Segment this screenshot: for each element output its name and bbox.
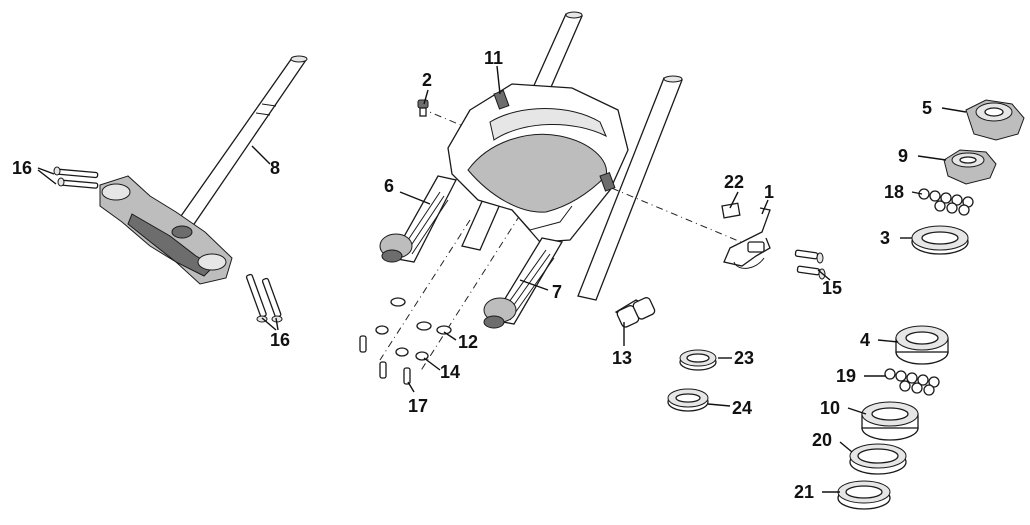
label-part-12: 12 [458, 332, 478, 352]
label-part-13: 13 [612, 348, 632, 368]
label-part-11: 11 [484, 48, 503, 68]
right-fork-leg-part [483, 237, 564, 329]
bracket-bolts-upper [53, 166, 99, 189]
clamp-bracket-part [723, 207, 771, 269]
bracket-bolts-15 [794, 249, 826, 280]
label-part-16-lower: 16 [270, 330, 290, 350]
label-part-17: 17 [408, 396, 428, 416]
label-part-4: 4 [860, 330, 870, 350]
seal-ring-20 [849, 443, 907, 475]
label-part-7: 7 [552, 282, 562, 302]
label-part-18: 18 [884, 182, 904, 202]
label-part-22: 22 [724, 172, 744, 192]
twin-joint-part [614, 297, 656, 328]
fork-washers-bolts [359, 297, 452, 385]
seal-ring-21 [837, 480, 891, 510]
label-part-21: 21 [794, 482, 814, 502]
small-clip-part [721, 202, 741, 219]
part-number-labels: 1 2 3 4 5 6 7 8 9 10 11 12 13 14 15 16 1… [12, 48, 932, 502]
label-part-2: 2 [422, 70, 432, 90]
label-part-3: 3 [880, 228, 890, 248]
label-part-6: 6 [384, 176, 394, 196]
handlebar-cover-part [447, 83, 629, 243]
leader-lines [37, 65, 967, 493]
label-part-20: 20 [812, 430, 832, 450]
ball-bearings-18 [918, 188, 974, 216]
steering-stem-part [99, 55, 308, 285]
label-part-14: 14 [440, 362, 460, 382]
bearing-race-10 [861, 401, 919, 441]
bearing-cup-4 [895, 325, 949, 365]
label-part-19: 19 [836, 366, 856, 386]
label-part-15: 15 [822, 278, 842, 298]
small-bolt-part [417, 99, 429, 117]
ring-24-part [667, 388, 709, 412]
ring-23-part [679, 349, 717, 371]
label-part-1: 1 [764, 182, 774, 202]
bracket-bolts-lower [245, 273, 283, 323]
label-part-8: 8 [270, 158, 280, 178]
label-part-24: 24 [732, 398, 752, 418]
ball-bearings-19 [884, 368, 940, 396]
label-part-5: 5 [922, 98, 932, 118]
label-part-10: 10 [820, 398, 840, 418]
bearing-race-3 [911, 225, 969, 255]
label-part-9: 9 [898, 146, 908, 166]
left-fork-leg-part [379, 175, 457, 263]
right-fork-tube [577, 75, 683, 301]
nut-9 [943, 149, 997, 185]
lock-nut-5 [965, 99, 1025, 141]
label-part-23: 23 [734, 348, 754, 368]
label-part-16-upper: 16 [12, 158, 32, 178]
